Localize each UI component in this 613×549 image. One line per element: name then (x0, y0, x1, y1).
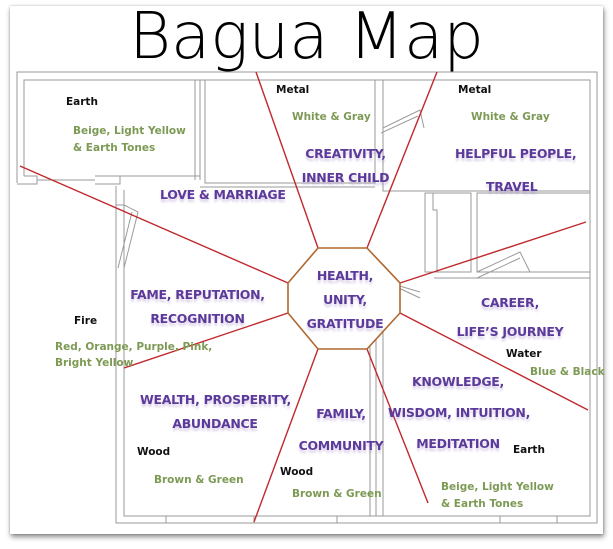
color-label: & Earth Tones (73, 142, 156, 154)
area-line: MEDITATION (416, 436, 500, 451)
area-health: HEALTH, UNITY, GRATITUDE (305, 268, 385, 331)
color-label: Red, Orange, Purple, Pink, (55, 341, 213, 353)
color-label: Blue & Black (530, 366, 605, 378)
element-label: Metal (458, 84, 492, 96)
element-label: Water (506, 348, 542, 360)
area-line: ABUNDANCE (172, 416, 258, 431)
area-creativity: CREATIVITY, INNER CHILD (298, 146, 393, 185)
area-wealth: WEALTH, PROSPERITY, ABUNDANCE (140, 392, 291, 431)
area-line: CAREER, (480, 295, 540, 310)
color-label: Beige, Light Yellow (441, 481, 554, 493)
element-label: Metal (276, 84, 310, 96)
element-label: Earth (513, 444, 545, 456)
page-title: Bagua Map (129, 0, 484, 74)
area-line: FAMILY, (316, 406, 366, 421)
color-label: Bright Yellow (55, 357, 134, 369)
color-label: White & Gray (292, 111, 371, 123)
area-line: UNITY, (323, 292, 367, 307)
area-line: FAME, REPUTATION, (130, 287, 265, 302)
area-line: WEALTH, PROSPERITY, (140, 392, 291, 407)
area-travel: TRAVEL (486, 179, 538, 194)
area-career: CAREER, LIFE’S JOURNEY (440, 295, 580, 339)
element-label: Wood (280, 466, 314, 478)
element-label: Fire (74, 315, 98, 327)
color-label: White & Gray (471, 111, 550, 123)
area-line: GRATITUDE (306, 316, 384, 331)
area-line: KNOWLEDGE, (412, 374, 504, 389)
area-line: HEALTH, (316, 268, 374, 283)
area-knowledge: KNOWLEDGE, WISDOM, INTUITION, MEDITATION (388, 374, 531, 451)
area-line: LIFE’S JOURNEY (456, 324, 564, 339)
area-fame: FAME, REPUTATION, RECOGNITION (130, 287, 265, 326)
color-label: & Earth Tones (441, 498, 524, 510)
color-label: Brown & Green (292, 488, 382, 500)
color-label: Brown & Green (154, 474, 244, 486)
area-family: FAMILY, COMMUNITY (296, 406, 386, 453)
area-line: RECOGNITION (150, 311, 245, 326)
area-line: WISDOM, INTUITION, (388, 405, 531, 420)
element-label: Wood (137, 446, 171, 458)
area-line: CREATIVITY, (305, 146, 386, 161)
bagua-divider-lines (19, 71, 589, 523)
color-label: Beige, Light Yellow (73, 125, 186, 137)
area-line: COMMUNITY (298, 438, 384, 453)
area-helpful-people: HELPFUL PEOPLE, (455, 146, 577, 161)
area-love-marriage: LOVE & MARRIAGE (160, 187, 286, 202)
center-octagon (287, 247, 401, 350)
area-line: INNER CHILD (301, 170, 390, 185)
element-label: Earth (66, 96, 98, 108)
